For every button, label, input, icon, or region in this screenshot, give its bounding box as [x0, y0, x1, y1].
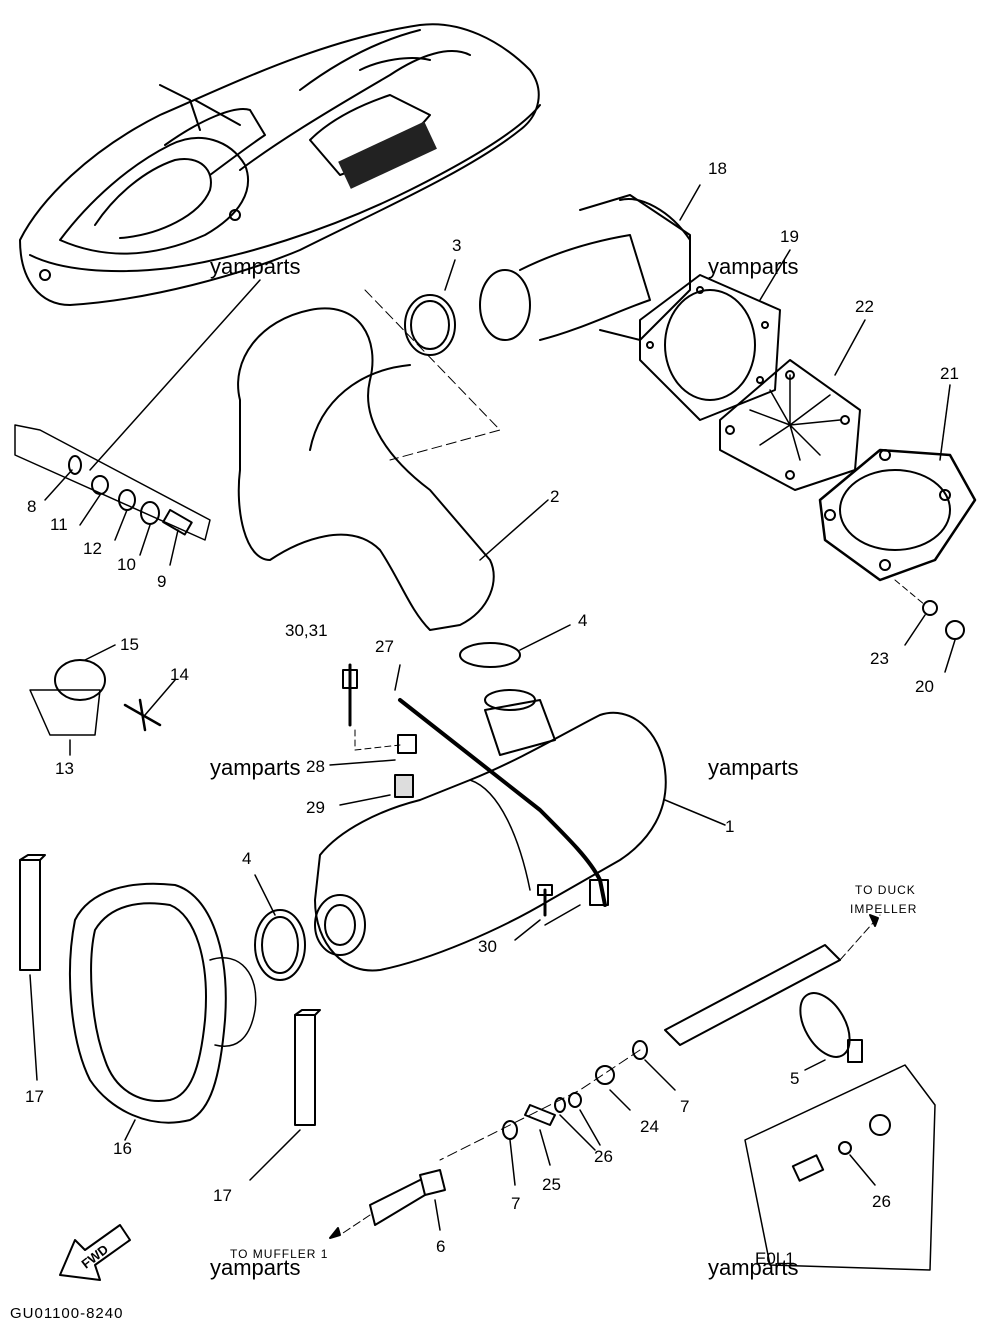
- exhaust-pipe-18: [479, 184, 701, 341]
- hose-clamp-4-lower: [254, 874, 306, 981]
- callout-7-right: 7: [680, 1097, 690, 1116]
- callout-26-right: 26: [872, 1192, 891, 1211]
- callout-26-left: 26: [594, 1147, 613, 1166]
- watermark: yamparts: [210, 755, 301, 780]
- callout-17-right: 17: [213, 1186, 232, 1205]
- figure-code: GU01100-8240: [10, 1305, 124, 1322]
- callout-29: 29: [306, 798, 325, 817]
- watermark: yamparts: [708, 1255, 799, 1280]
- callout-1: 1: [725, 817, 735, 836]
- note-to-duck: TO DUCK: [855, 883, 916, 897]
- callout-5: 5: [790, 1069, 800, 1088]
- callout-11: 11: [50, 515, 68, 534]
- callout-27: 27: [375, 637, 394, 656]
- callout-18: 18: [708, 159, 727, 178]
- hull-fittings-group: [14, 424, 211, 566]
- callout-16: 16: [113, 1139, 132, 1158]
- watermark: yamparts: [210, 1255, 301, 1280]
- watercraft-illustration: [19, 23, 541, 471]
- callout-14: 14: [170, 665, 189, 684]
- callout-9: 9: [157, 572, 167, 591]
- callout-7-left: 7: [511, 1194, 521, 1213]
- callout-22: 22: [855, 297, 874, 316]
- callout-21: 21: [940, 364, 959, 383]
- callout-24: 24: [640, 1117, 659, 1136]
- callout-30: 30: [478, 937, 497, 956]
- callout-15: 15: [120, 635, 139, 654]
- duct-16: [69, 882, 257, 1141]
- callout-8: 8: [27, 497, 37, 516]
- hose-and-bolts-27-31: [329, 663, 609, 941]
- spacer-17-right: [249, 1009, 321, 1181]
- spacer-17-left: [19, 854, 46, 1081]
- callout-19: 19: [780, 227, 799, 246]
- callout-10: 10: [117, 555, 136, 574]
- callout-4-upper: 4: [578, 611, 588, 630]
- gasket-19: [639, 249, 791, 421]
- muffler-1: [314, 689, 726, 972]
- plate-22: [719, 319, 866, 491]
- exhaust-hose-2: [237, 289, 549, 631]
- callout-20: 20: [915, 677, 934, 696]
- variant-box-e0l1: [744, 1064, 936, 1271]
- hose-clamp-3: [404, 259, 456, 356]
- note-e0l1: E0L1: [755, 1249, 795, 1268]
- callout-13: 13: [55, 759, 74, 778]
- callout-2: 2: [550, 487, 560, 506]
- note-to-muffler: TO MUFFLER 1: [230, 1247, 329, 1261]
- callout-4-lower: 4: [242, 849, 252, 868]
- callout-6: 6: [436, 1237, 446, 1256]
- forward-arrow-icon: [59, 1224, 131, 1281]
- callout-23: 23: [870, 649, 889, 668]
- hose-and-fittings-5-7-24-26: [329, 914, 881, 1239]
- callout-30-31: 30,31: [285, 621, 328, 640]
- outlet-21: [818, 384, 977, 673]
- watermark: yamparts: [708, 755, 799, 780]
- callout-25: 25: [542, 1175, 561, 1194]
- callout-3: 3: [452, 236, 462, 255]
- bracket-group-13-15: [29, 644, 176, 756]
- watermark: yamparts: [210, 254, 301, 279]
- watermark: yamparts: [708, 254, 799, 279]
- note-impeller: IMPELLER: [850, 902, 918, 916]
- callout-17-left: 17: [25, 1087, 44, 1106]
- hose-clamp-4-upper: [459, 624, 571, 668]
- callout-28: 28: [306, 757, 325, 776]
- callout-12: 12: [83, 539, 102, 558]
